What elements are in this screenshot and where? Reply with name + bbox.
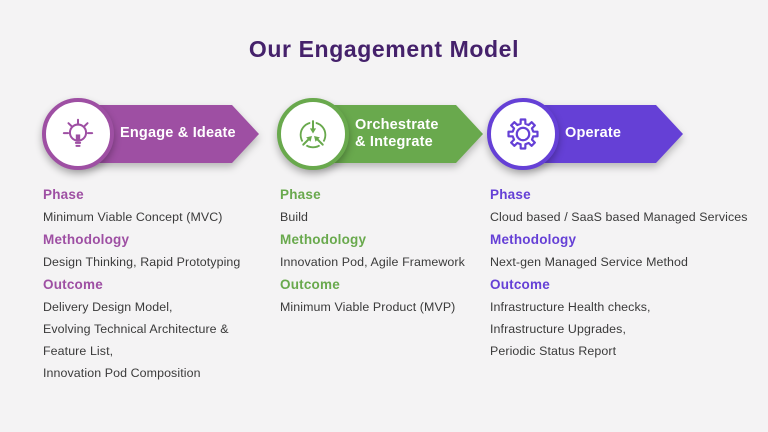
section-line: Feature List, (43, 344, 114, 358)
section-line: Innovation Pod Composition (43, 366, 201, 380)
section-heading: Methodology (490, 232, 577, 247)
outcome-section: Outcome Minimum Viable Product (MVP) (280, 276, 490, 318)
methodology-section: Methodology Next-gen Managed Service Met… (490, 231, 768, 273)
page-title: Our Engagement Model (248, 36, 520, 62)
lightbulb-icon (62, 118, 94, 147)
section-line: Next-gen Managed Service Method (490, 255, 689, 269)
section-line: Minimum Viable Concept (MVC) (43, 210, 223, 224)
section-heading: Phase (280, 187, 321, 202)
section-heading: Methodology (280, 232, 367, 247)
stage-details-operate: Phase Cloud based / SaaS based Managed S… (490, 186, 768, 365)
section-heading: Methodology (43, 232, 130, 247)
methodology-section: Methodology Design Thinking, Rapid Proto… (43, 231, 278, 273)
stage-details-engage-ideate: Phase Minimum Viable Concept (MVC) Metho… (43, 186, 278, 387)
methodology-section: Methodology Innovation Pod, Agile Framew… (280, 231, 490, 273)
section-line: Design Thinking, Rapid Prototyping (43, 255, 241, 269)
stage-label: Engage & Ideate (120, 125, 236, 142)
section-heading: Outcome (43, 277, 103, 292)
stage-icon-circle (42, 98, 114, 170)
gear-icon (507, 118, 539, 150)
section-line: Innovation Pod, Agile Framework (280, 255, 465, 269)
section-heading: Phase (43, 187, 84, 202)
stage-details-orchestrate-integrate: Phase Build Methodology Innovation Pod, … (280, 186, 490, 321)
stage-icon-circle (277, 98, 349, 170)
phase-section: Phase Build (280, 186, 490, 228)
section-line: Build (280, 210, 309, 224)
stage-banner-engage-ideate: Engage & Ideate (42, 98, 262, 170)
phase-section: Phase Cloud based / SaaS based Managed S… (490, 186, 768, 228)
outcome-section: Outcome Delivery Design Model, Evolving … (43, 276, 278, 384)
section-heading: Outcome (490, 277, 550, 292)
section-line: Minimum Viable Product (MVP) (280, 300, 456, 314)
outcome-section: Outcome Infrastructure Health checks, In… (490, 276, 768, 362)
section-line: Delivery Design Model, (43, 300, 173, 314)
section-line: Infrastructure Health checks, (490, 300, 651, 314)
stage-banner-operate: Operate (487, 98, 686, 170)
section-line: Cloud based / SaaS based Managed Service… (490, 210, 748, 224)
stage-label: Operate (565, 125, 622, 142)
section-heading: Outcome (280, 277, 340, 292)
section-heading: Phase (490, 187, 531, 202)
section-line: Infrastructure Upgrades, (490, 322, 627, 336)
stage-label: Orchestrate & Integrate (355, 116, 439, 150)
converge-arrows-icon (299, 117, 327, 149)
phase-section: Phase Minimum Viable Concept (MVC) (43, 186, 278, 228)
stage-icon-circle (487, 98, 559, 170)
section-line: Periodic Status Report (490, 344, 617, 358)
stage-banner-orchestrate-integrate: Orchestrate & Integrate (277, 98, 486, 170)
section-line: Evolving Technical Architecture & (43, 322, 229, 336)
